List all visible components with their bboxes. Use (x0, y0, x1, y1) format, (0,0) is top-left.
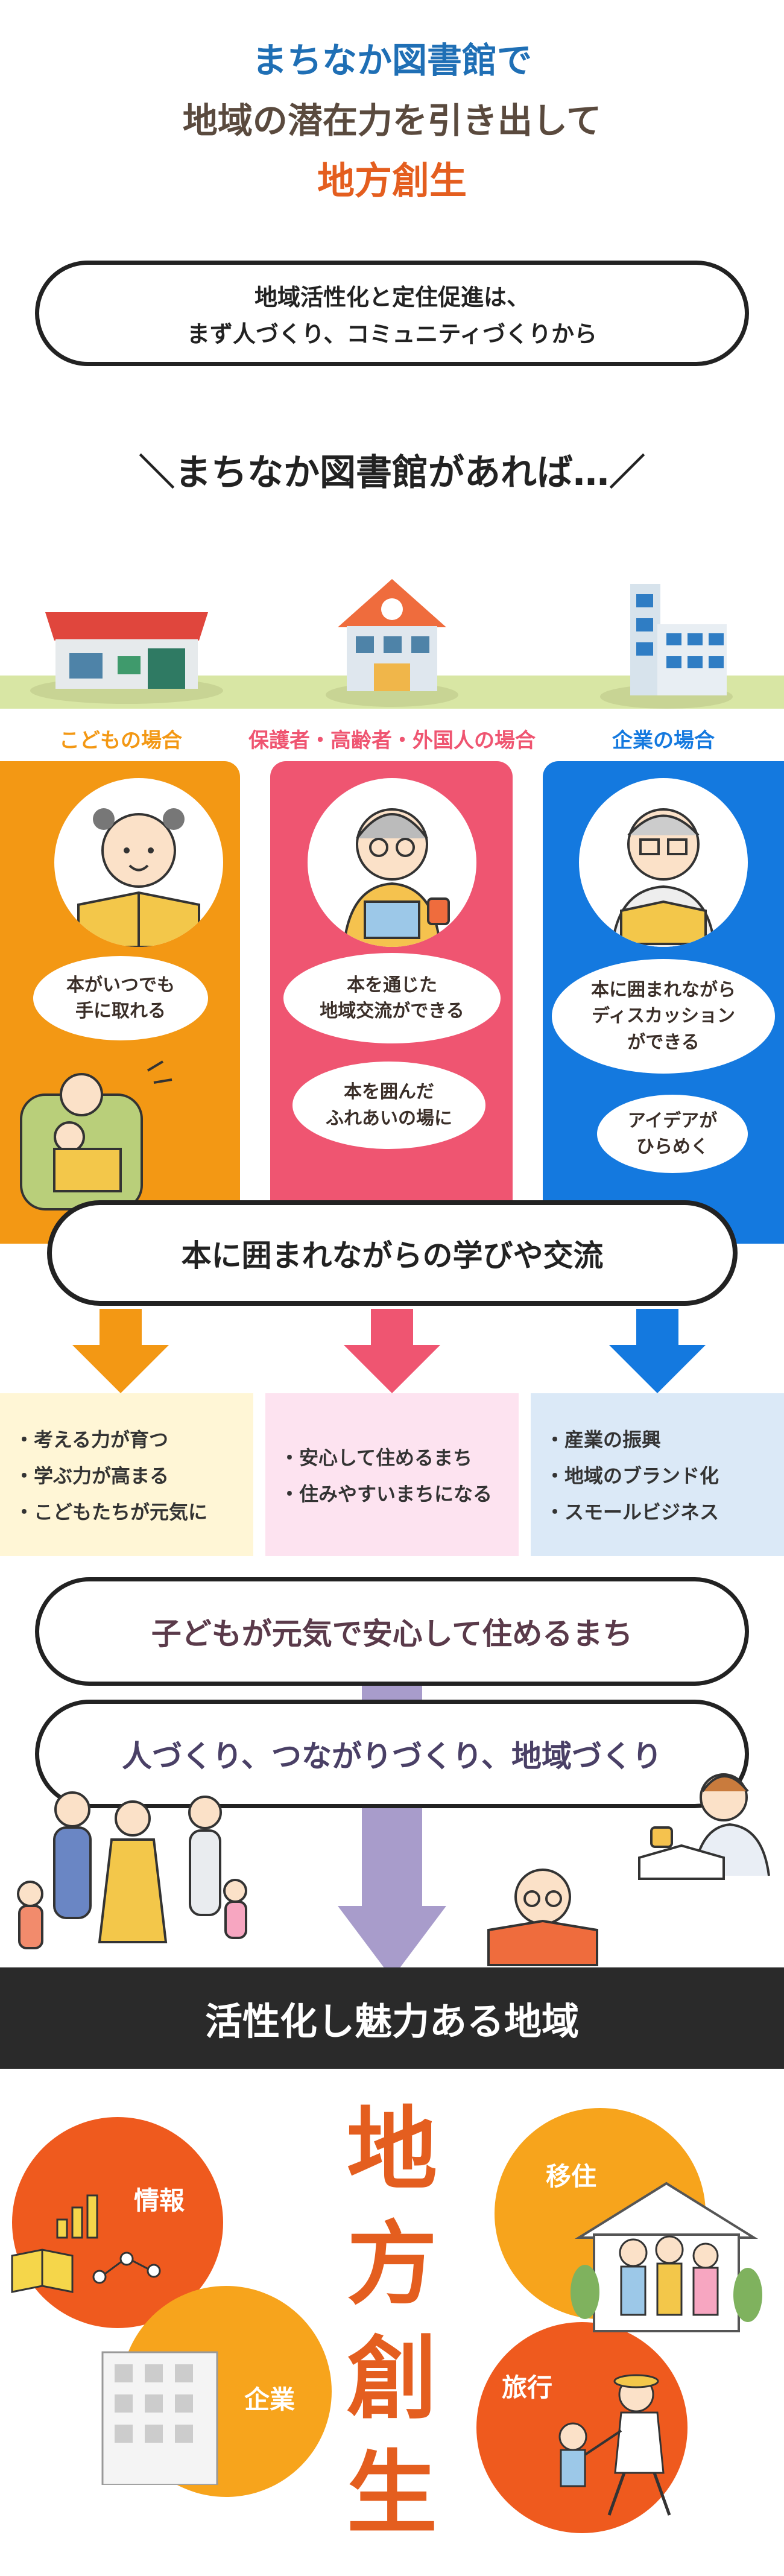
guardians-bubble-2-line1: 本を囲んだ (344, 1081, 434, 1103)
elder-reading-icon (343, 808, 450, 947)
family-illustration (17, 1791, 247, 1949)
banner: 活性化し魅力ある地域 (0, 1967, 784, 2069)
big-char-1: 地 (346, 2098, 437, 2203)
header: まちなか図書館で 地域の潜在力を引き出して 地方創生 (0, 30, 784, 211)
guardians-bubble-1-line1: 本を通じた (347, 974, 437, 996)
regional-revitalization-vertical: 地 方 創 生 (335, 2093, 449, 2551)
learning-exchange-pill: 本に囲まれながらの学びや交流 (47, 1200, 738, 1306)
worker-reading-icon (611, 808, 716, 947)
header-line3: 地方創生 (317, 159, 467, 203)
big-char-4: 生 (346, 2442, 437, 2546)
outcome-pill-2: 人づくり、つながりづくり、地域づくり (35, 1700, 749, 1808)
reader-illustration (487, 1869, 598, 1966)
guardians-bubble-1: 本を通じた 地域交流ができる (283, 953, 501, 1043)
town-scene (0, 579, 784, 709)
book-icon (11, 2248, 74, 2293)
chart-icon (56, 2194, 98, 2239)
companies-bubble-1-line2: ディスカッション (592, 1005, 735, 1027)
list-item: ・スモールビジネス (545, 1501, 719, 1524)
family-house-icon (571, 2182, 762, 2332)
banner-text: 活性化し魅力ある地域 (204, 1999, 579, 2043)
move-label: 移住 (546, 2162, 597, 2191)
header-line1: まちなか図書館で (251, 40, 532, 81)
house-icon (30, 612, 223, 704)
header-line2: 地域の潜在力を引き出して (182, 100, 602, 141)
travel-label: 旅行 (502, 2373, 553, 2402)
list-item: ・地域のブランド化 (545, 1464, 719, 1487)
companies-down-arrow (609, 1309, 706, 1393)
list-item: ・安心して住めるまち (280, 1446, 473, 1469)
list-item: ・学ぶ力が高まる (14, 1464, 169, 1487)
guardians-bubble-1-line2: 地域交流ができる (320, 1001, 464, 1022)
travelers-icon (558, 2374, 671, 2516)
group-label-children: こどもの場合 (59, 729, 182, 753)
list-item: ・こどもたちが元気に (14, 1501, 208, 1524)
intro-pill: 地域活性化と定住促進は、 まず人づくり、コミュニティづくりから (35, 261, 749, 366)
big-char-3: 創 (346, 2327, 437, 2432)
child-reading-avatar (54, 778, 223, 947)
companies-bubble-1: 本に囲まれながら ディスカッション ができる (552, 959, 775, 1074)
children-results: ・考える力が育つ ・学ぶ力が高まる ・こどもたちが元気に (0, 1393, 253, 1556)
guardians-down-arrow (344, 1309, 440, 1393)
big-char-2: 方 (346, 2212, 437, 2317)
companies-bubble-1-line1: 本に囲まれながら (591, 979, 736, 1001)
woman-reading-illustration (638, 1773, 770, 1880)
info-label: 情報 (134, 2186, 185, 2215)
outcome-pill-1: 子どもが元気で安心して住めるまち (35, 1577, 749, 1686)
companies-results: ・産業の振興 ・地域のブランド化 ・スモールビジネス (531, 1393, 784, 1556)
companies-bubble-2: アイデアが ひらめく (597, 1095, 748, 1173)
list-item: ・産業の振興 (545, 1428, 662, 1451)
guardians-results: ・安心して住めるまち ・住みやすいまちになる (265, 1393, 519, 1556)
companies-bubble-1-line3: ができる (627, 1031, 700, 1053)
network-icon (92, 2252, 161, 2284)
guardians-bubble-2-line2: ふれあいの場に (326, 1107, 452, 1129)
children-bubble-line1: 本がいつでも (66, 974, 175, 996)
children-bubble-line2: 手に取れる (75, 1001, 166, 1022)
child-reading-icon (77, 808, 200, 947)
list-item: ・考える力が育つ (14, 1428, 169, 1451)
outcome-text-2: 人づくり、つながりづくり、地域づくり (122, 1739, 662, 1774)
outcome-text-1: 子どもが元気で安心して住めるまち (151, 1616, 633, 1651)
group-label-companies: 企業の場合 (612, 729, 715, 753)
children-down-arrow (72, 1309, 169, 1393)
intro-line2: まず人づくり、コミュニティづくりから (186, 320, 598, 347)
children-bubble: 本がいつでも 手に取れる (33, 956, 208, 1040)
intro-line1: 地域活性化と定住促進は、 (254, 283, 530, 311)
companies-bubble-2-line2: ひらめく (636, 1136, 709, 1157)
school-icon (326, 579, 458, 707)
worker-reading-avatar (579, 778, 748, 947)
parent-child-reading-illustration (20, 1060, 172, 1210)
guardians-bubble-2: 本を囲んだ ふれあいの場に (292, 1062, 485, 1149)
learning-exchange-text: 本に囲まれながらの学びや交流 (181, 1238, 604, 1273)
purple-down-arrow (338, 1641, 446, 1978)
office-icon (101, 2351, 218, 2485)
elder-reading-avatar (308, 778, 476, 947)
companies-bubble-2-line1: アイデアが (627, 1110, 718, 1131)
tagline: ＼まちなか図書館があれば…／ (139, 452, 645, 494)
group-label-guardians: 保護者・高齢者・外国人の場合 (248, 729, 536, 753)
list-item: ・住みやすいまちになる (280, 1483, 493, 1505)
office-building-icon (600, 584, 733, 709)
company-label: 企業 (244, 2385, 296, 2414)
